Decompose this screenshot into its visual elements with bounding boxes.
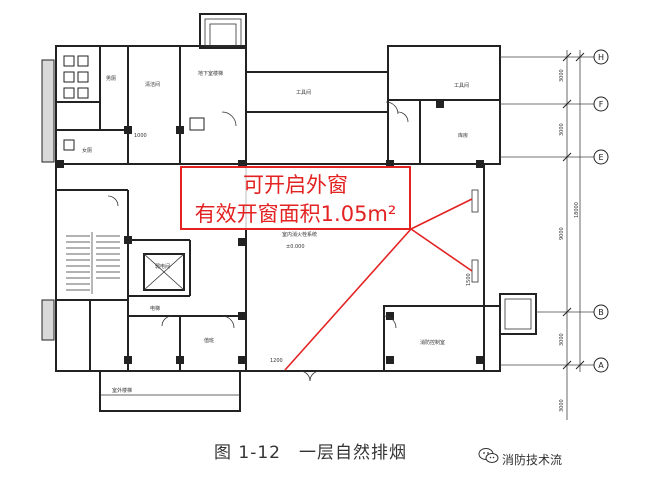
dim-door-1500: 1500: [466, 273, 472, 286]
staircase: [66, 232, 120, 294]
axis-bubbles: H F E B A: [593, 49, 609, 373]
room-label-basement-stair: 地下室楼梯: [198, 70, 223, 77]
wechat-icon: [478, 448, 499, 463]
elevator-shaft: [143, 253, 185, 291]
axis-label-h: H: [598, 53, 604, 62]
room-label-storage: 库房: [458, 132, 468, 139]
building-outline: [41, 13, 537, 412]
columns: [56, 100, 484, 364]
axis-label-e: E: [598, 153, 603, 162]
dim-9000: 9000: [559, 227, 565, 240]
dim-door-1000: 1000: [134, 133, 147, 139]
callout-line-1: 可开启外窗: [243, 173, 348, 197]
room-label-men: 男厕: [106, 76, 116, 82]
room-label-cleaning: 清洁间: [145, 81, 160, 88]
room-label-elevation: ±0.000: [286, 244, 305, 250]
door-swings: [107, 101, 409, 382]
dim-door-1200: 1200: [270, 358, 283, 364]
room-labels: 男厕 女厕 清洁间 地下室楼梯 工具间 工具间 库房 室内消火栓系统 ±0.00…: [82, 70, 469, 394]
smoke-exhaust-lines: [284, 198, 473, 371]
room-label-women: 女厕: [82, 147, 92, 154]
window-callout-box: 可开启外窗 有效开窗面积1.05m²: [180, 166, 411, 230]
callout-line-2: 有效开窗面积1.05m²: [194, 202, 397, 226]
dim-3000-low: 3000: [559, 333, 565, 346]
toilet-fixtures: [63, 55, 205, 151]
dim-3000-bottom: 3000: [559, 399, 565, 412]
room-label-hall: 室内消火栓系统: [282, 231, 317, 238]
dim-3000-top: 3000: [559, 69, 565, 82]
figure-caption: 图 1-12 一层自然排烟: [214, 443, 407, 463]
axis-label-f: F: [599, 100, 604, 109]
room-label-corridor-tool: 工具间: [296, 89, 311, 96]
dim-18000: 18000: [574, 202, 580, 218]
room-label-elevator: 电梯: [150, 305, 160, 312]
room-label-outdoor-stair: 室外楼梯: [112, 387, 132, 394]
room-label-tool-room: 工具间: [454, 82, 469, 89]
east-windows: [471, 189, 479, 283]
room-label-fire-room: 消防控制室: [420, 339, 445, 346]
dimension-numbers: 3000 3000 18000 9000 3000 3000 1000 1200…: [134, 69, 580, 412]
room-label-weak: 弱电间: [155, 263, 170, 270]
axis-grid: [500, 50, 594, 420]
room-label-duty: 值班: [204, 337, 214, 344]
dim-3000-mid: 3000: [559, 123, 565, 136]
axis-label-b: B: [598, 308, 604, 317]
watermark-text: 消防技术流: [502, 453, 563, 467]
axis-label-a: A: [598, 361, 604, 370]
